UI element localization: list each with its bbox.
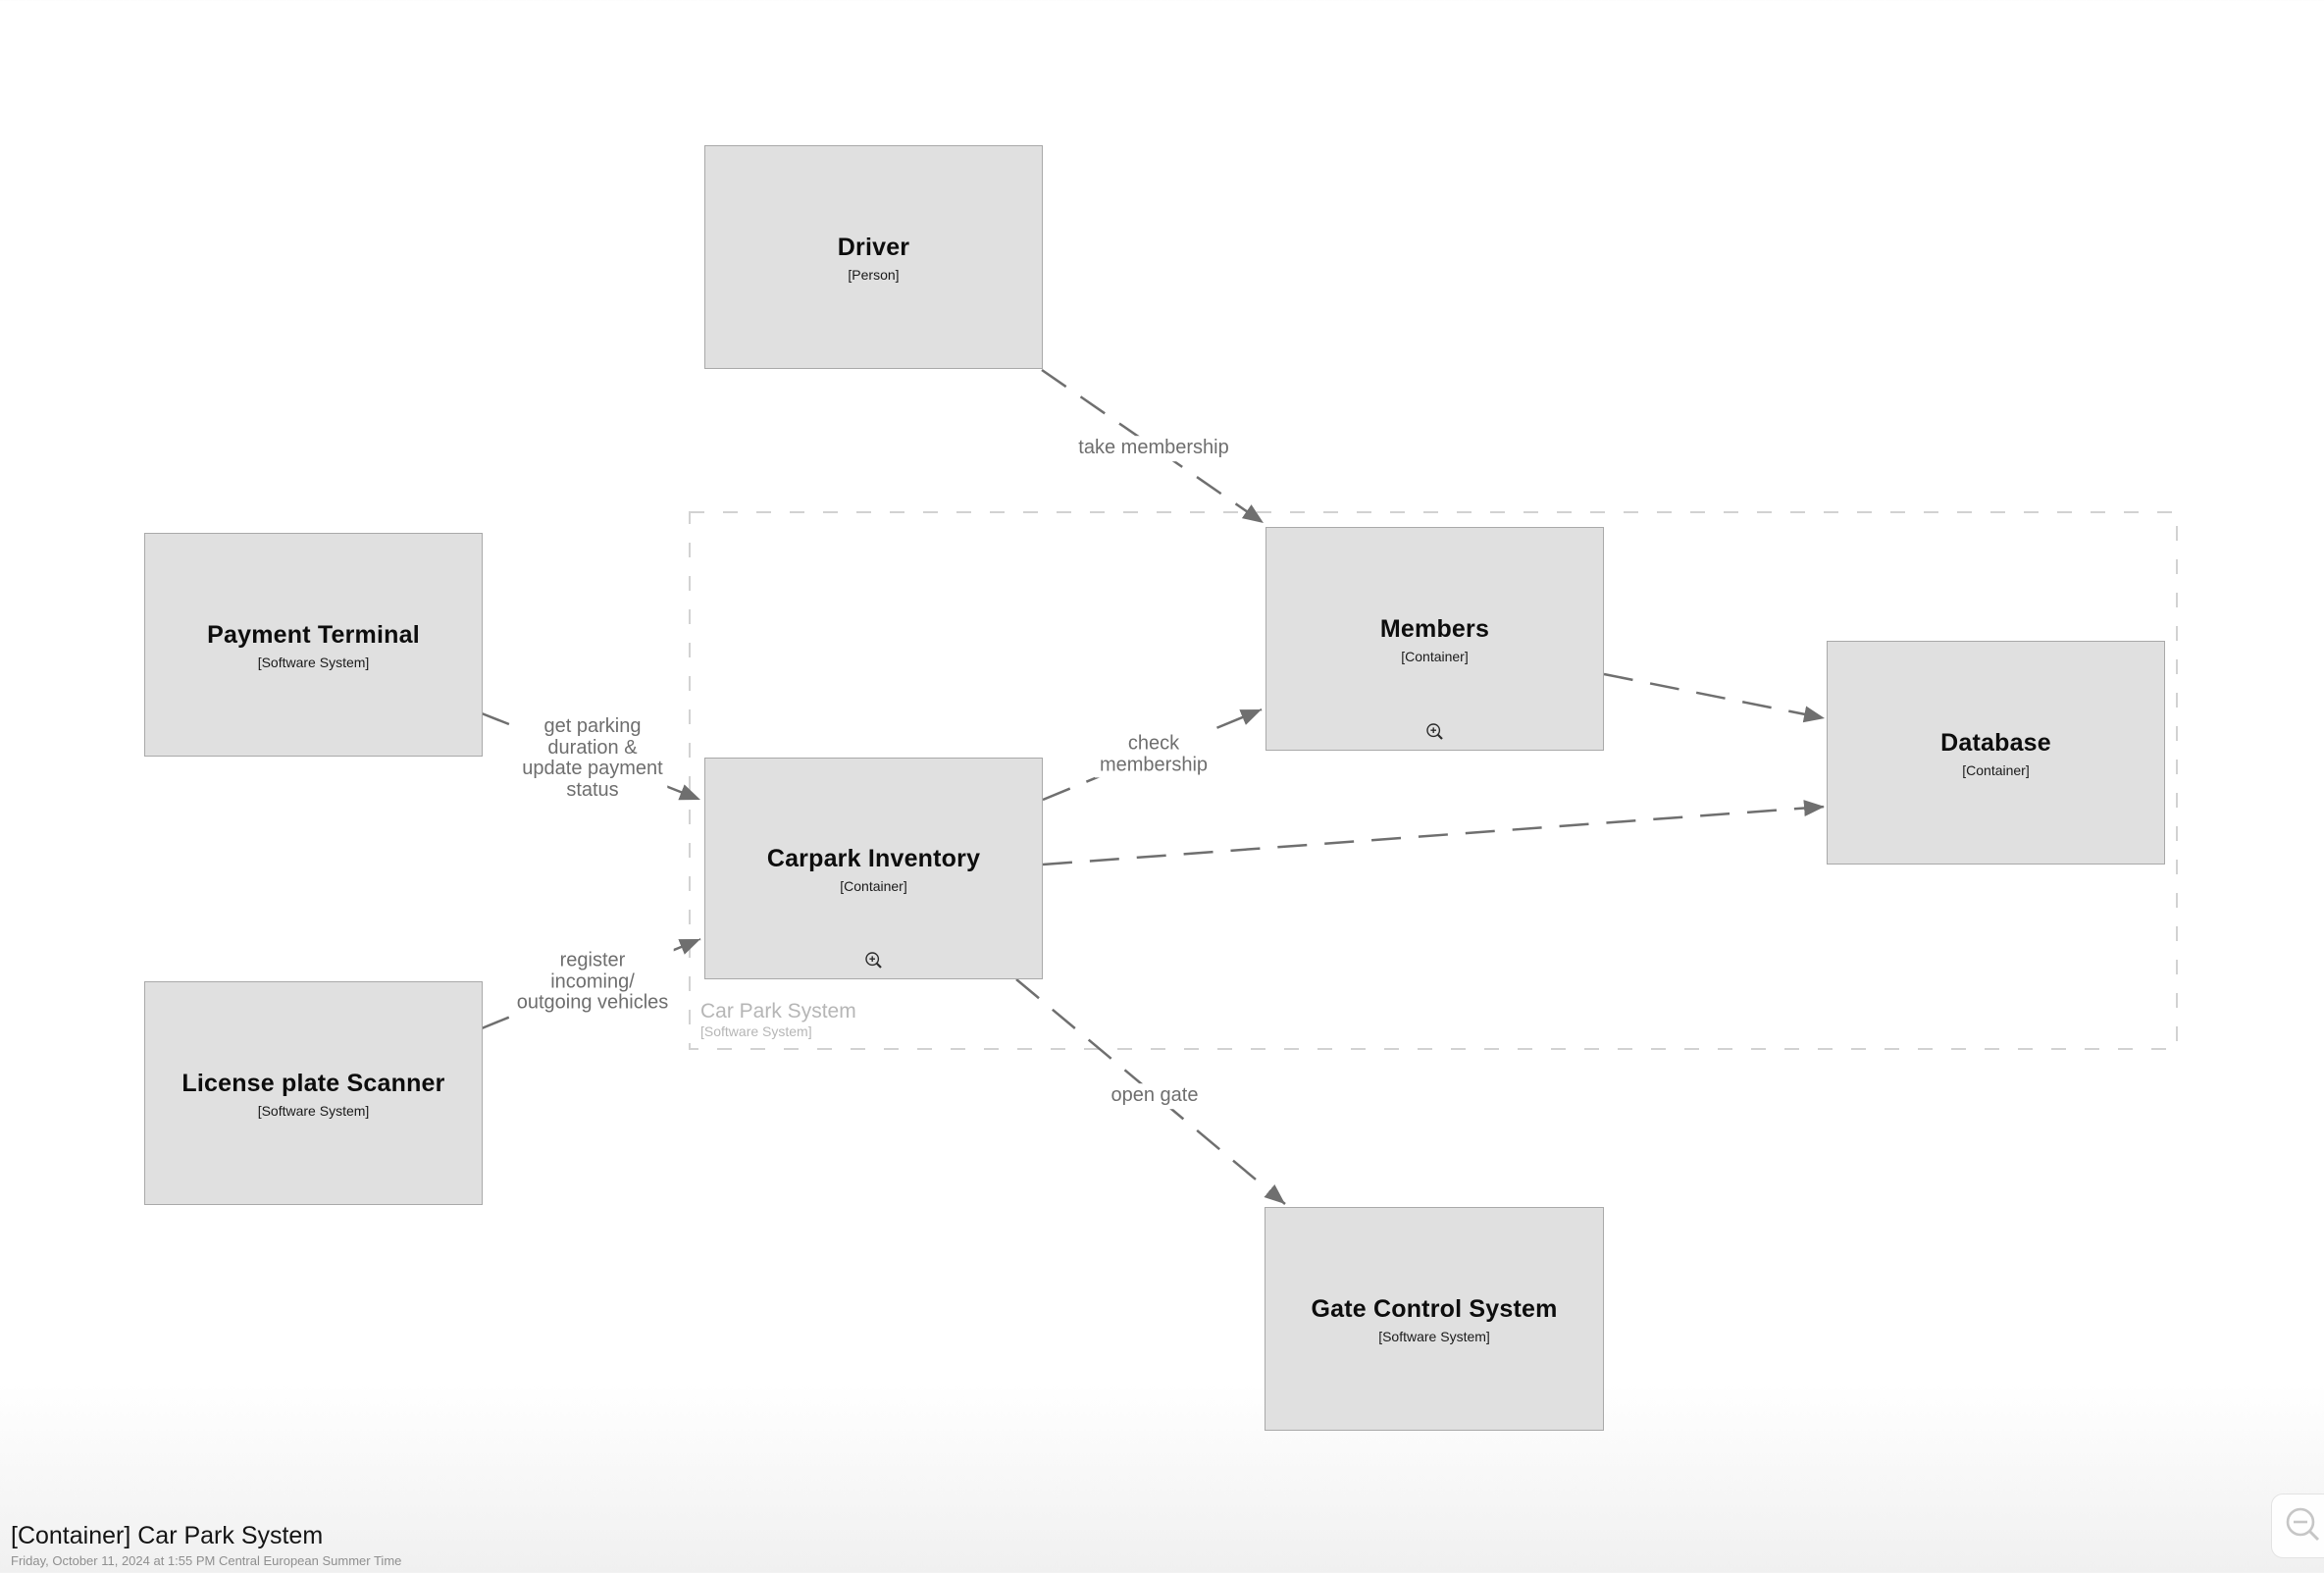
zoom-in-icon[interactable] — [864, 951, 884, 970]
node-license-plate-scanner[interactable]: License plate Scanner [Software System] — [144, 981, 483, 1205]
system-boundary-type: [Software System] — [700, 1023, 812, 1040]
zoom-out-icon — [2286, 1507, 2320, 1542]
diagram-footer: [Container] Car Park System Friday, Octo… — [11, 1521, 401, 1568]
edge-label-open-gate: open gate — [1106, 1083, 1204, 1109]
zoom-out-button[interactable] — [2271, 1494, 2324, 1558]
node-type-label: [Container] — [1962, 761, 2030, 778]
diagram-timestamp: Friday, October 11, 2024 at 1:55 PM Cent… — [11, 1553, 402, 1568]
edge-members-to-database — [1603, 672, 1826, 723]
node-gate-control-system[interactable]: Gate Control System [Software System] — [1265, 1207, 1604, 1431]
node-title: Database — [1940, 728, 2051, 757]
system-boundary-name: Car Park System — [700, 1000, 856, 1022]
node-title: Driver — [837, 233, 910, 261]
node-carpark-inventory[interactable]: Carpark Inventory [Container] — [704, 758, 1043, 979]
node-type-label: [Container] — [840, 877, 907, 894]
node-title: Payment Terminal — [207, 620, 420, 649]
node-type-label: [Software System] — [1378, 1328, 1490, 1344]
node-type-label: [Container] — [1401, 648, 1469, 664]
node-members[interactable]: Members [Container] — [1265, 527, 1604, 751]
zoom-in-icon[interactable] — [1425, 722, 1445, 742]
node-database[interactable]: Database [Container] — [1827, 641, 2165, 865]
node-type-label: [Person] — [848, 266, 900, 283]
system-boundary-label: Car Park System [Software System] — [700, 1000, 856, 1039]
edge-inventory-to-database — [1042, 800, 1826, 866]
edge-label-take-membership: take membership — [1073, 436, 1234, 461]
node-title: Carpark Inventory — [766, 844, 981, 872]
node-title: Gate Control System — [1311, 1294, 1558, 1323]
node-title: License plate Scanner — [181, 1069, 445, 1097]
edge-label-check-membership: check membership — [1094, 731, 1214, 778]
edge-label-get-parking: get parking duration & update payment st… — [517, 713, 668, 804]
node-type-label: [Software System] — [257, 1102, 370, 1119]
node-driver[interactable]: Driver [Person] — [704, 145, 1043, 369]
node-payment-terminal[interactable]: Payment Terminal [Software System] — [144, 533, 483, 757]
edge-label-register-vehicles: register incoming/ outgoing vehicles — [511, 948, 674, 1017]
diagram-title: [Container] Car Park System — [11, 1521, 324, 1549]
node-type-label: [Software System] — [257, 654, 370, 670]
node-title: Members — [1379, 614, 1490, 643]
